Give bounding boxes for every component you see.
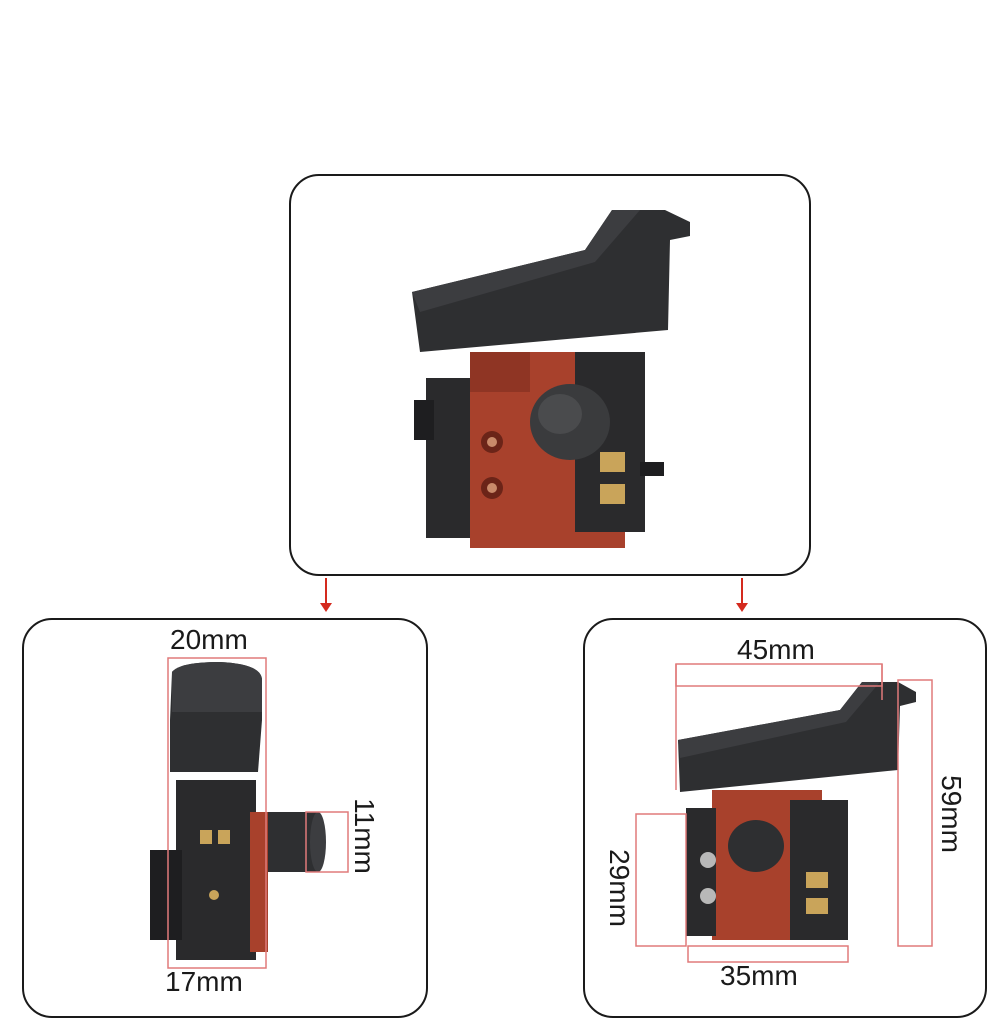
dimension-label-top-width: 20mm bbox=[170, 624, 248, 655]
dimension-label-total-height: 59mm bbox=[935, 775, 967, 853]
dimension-label-bottom-width: 17mm bbox=[165, 966, 243, 997]
dimension-label-body-width: 35mm bbox=[720, 960, 798, 991]
dimension-label-trigger-width: 45mm bbox=[737, 634, 815, 665]
dimension-label-body-height: 29mm bbox=[603, 849, 635, 927]
arrow-right bbox=[736, 578, 748, 612]
arrow-left bbox=[320, 578, 332, 612]
